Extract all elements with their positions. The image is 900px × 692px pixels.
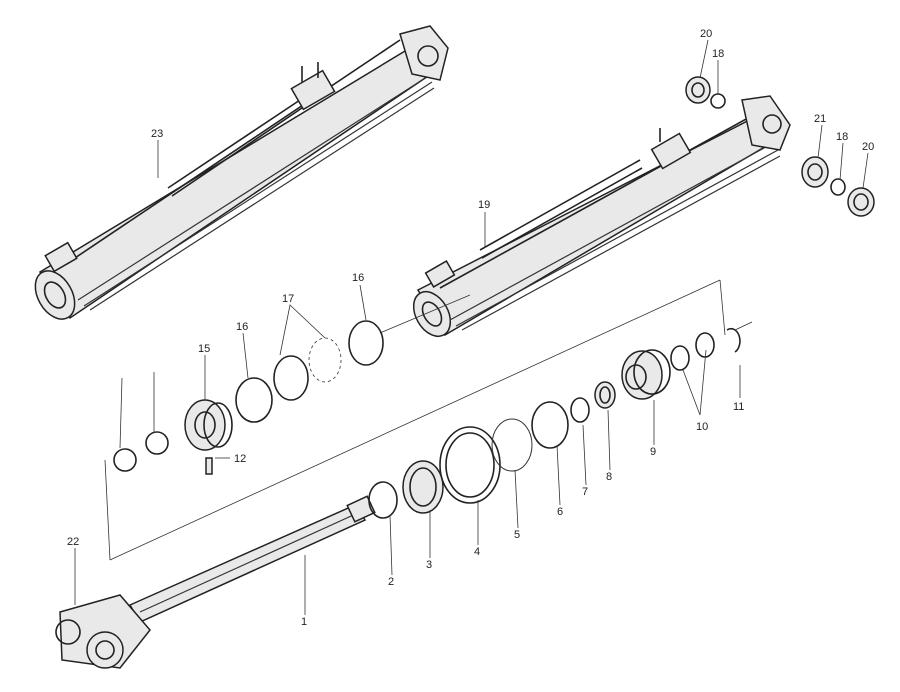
label-part-4: 4 bbox=[474, 546, 480, 558]
label-part-18-top: 18 bbox=[712, 48, 724, 60]
piston-15 bbox=[184, 399, 233, 451]
label-part-18-right: 18 bbox=[836, 131, 848, 143]
ring-set-lower bbox=[368, 381, 616, 519]
label-part-9: 9 bbox=[650, 446, 656, 458]
rod-eye-22 bbox=[55, 594, 151, 669]
label-part-3: 3 bbox=[426, 559, 432, 571]
assembly-guide-lines bbox=[104, 279, 753, 561]
part-labels: 1 2 3 4 5 6 7 8 9 10 11 12 15 16 16 17 1… bbox=[67, 28, 874, 628]
label-part-8: 8 bbox=[606, 471, 612, 483]
label-part-1: 1 bbox=[301, 616, 307, 628]
label-part-11: 11 bbox=[733, 401, 744, 413]
ring-set-right bbox=[670, 327, 741, 371]
ring-set-left bbox=[113, 320, 384, 472]
label-part-10: 10 bbox=[696, 421, 708, 433]
label-part-16-left: 16 bbox=[236, 321, 248, 333]
label-part-2: 2 bbox=[388, 576, 394, 588]
label-part-22: 22 bbox=[67, 536, 79, 548]
label-part-23: 23 bbox=[151, 128, 163, 140]
cylinder-tube-23 bbox=[34, 25, 449, 320]
label-part-15: 15 bbox=[198, 343, 210, 355]
label-part-6: 6 bbox=[557, 506, 563, 518]
label-part-20-top: 20 bbox=[700, 28, 712, 40]
bearing-set-rear bbox=[685, 76, 875, 217]
gland-nut-9 bbox=[621, 349, 671, 400]
leader-lines bbox=[74, 39, 869, 615]
label-part-7: 7 bbox=[582, 486, 588, 498]
label-part-17: 17 bbox=[282, 293, 294, 305]
label-part-21: 21 bbox=[814, 113, 826, 125]
label-part-5: 5 bbox=[514, 529, 520, 541]
label-part-16-right: 16 bbox=[352, 272, 364, 284]
piston-rod-1 bbox=[128, 495, 376, 623]
cylinder-tube-19 bbox=[412, 95, 791, 338]
label-part-12: 12 bbox=[234, 453, 246, 465]
pin-12 bbox=[205, 457, 213, 475]
label-part-20-right: 20 bbox=[862, 141, 874, 153]
label-part-19: 19 bbox=[478, 199, 490, 211]
